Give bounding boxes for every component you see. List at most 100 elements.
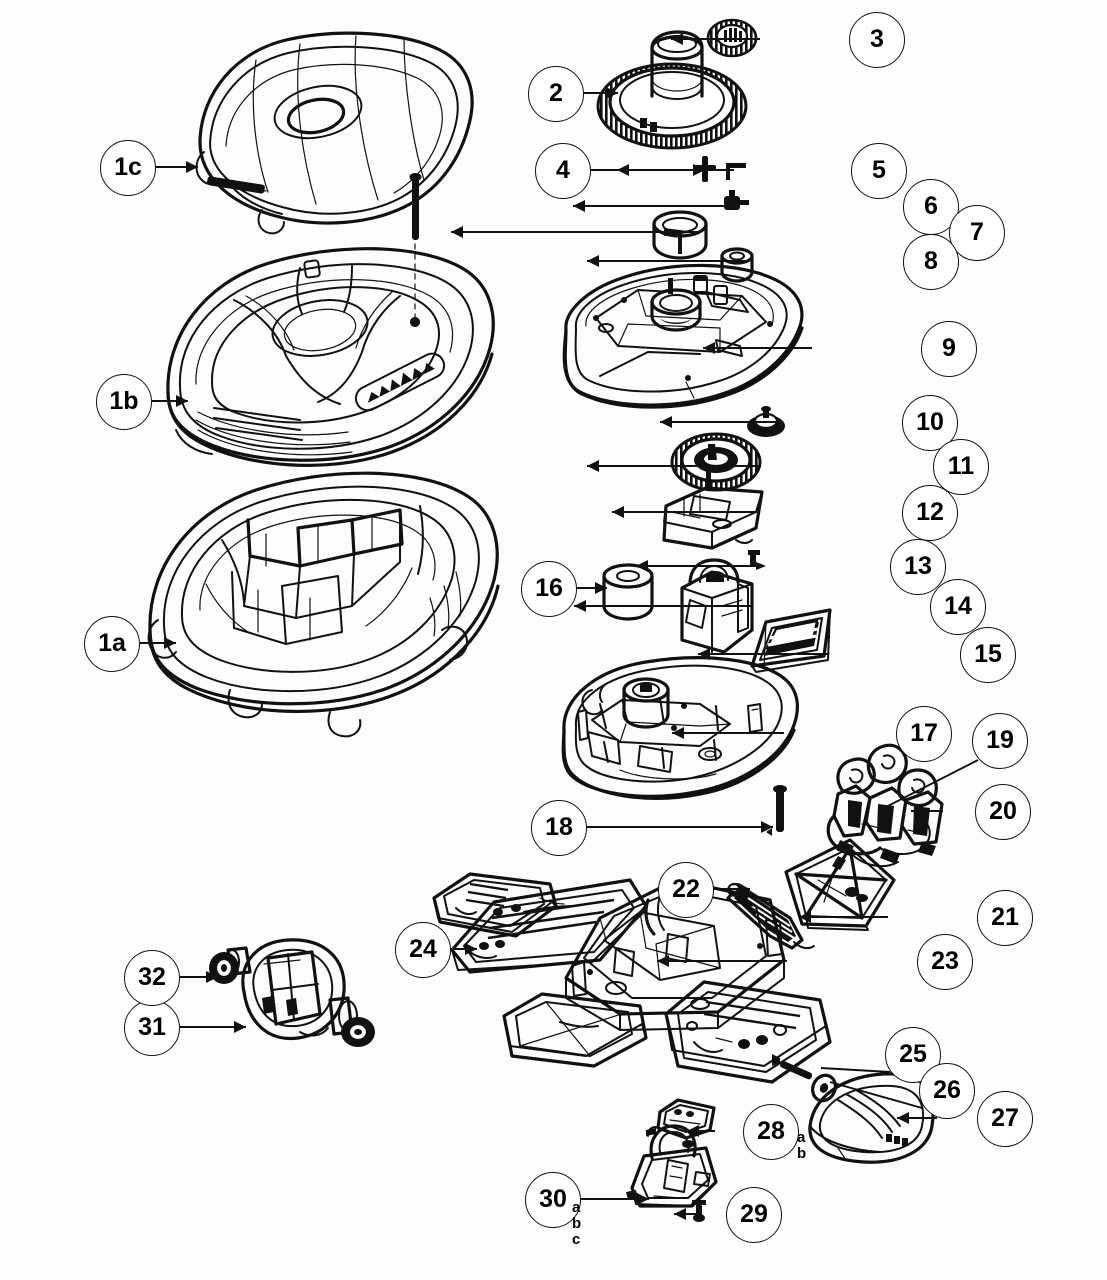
part-lower-track-bar [664, 980, 832, 1084]
callout-label: 5 [872, 155, 886, 184]
part-15-filter-grate-panel [750, 608, 832, 673]
part-1b-upper-housing [166, 247, 495, 467]
callout-label: 27 [991, 1103, 1019, 1132]
part-4-shoulder-pin [694, 156, 716, 182]
callout-bubble-9[interactable]: 9 [921, 321, 977, 377]
callout-label: 1b [109, 386, 139, 415]
callout-label: 9 [942, 333, 956, 362]
callout-bubble-21[interactable]: 21 [977, 890, 1033, 946]
callout-bubble-32[interactable]: 32 [124, 950, 180, 1006]
callout-label: 15 [974, 639, 1002, 668]
callout-bubble-1b[interactable]: 1b [96, 374, 152, 430]
callout-subletter-30-b: b [572, 1215, 582, 1232]
part-1c-top-lid [195, 31, 474, 235]
callout-label: 23 [931, 946, 959, 975]
callout-label: 16 [535, 573, 563, 602]
callout-bubble-27[interactable]: 27 [977, 1091, 1033, 1147]
part-13-machine-screw [748, 550, 766, 570]
callout-bubble-30[interactable]: 30 [525, 1172, 581, 1228]
callout-label: 17 [910, 718, 938, 747]
callout-label: 19 [986, 725, 1014, 754]
callout-label: 24 [409, 934, 437, 963]
callout-bubble-15[interactable]: 15 [960, 627, 1016, 683]
callout-bubble-19[interactable]: 19 [972, 713, 1028, 769]
part-19-roller-bracket-assembly [826, 743, 944, 868]
part-12-impeller-housing-tray [662, 470, 764, 550]
callout-label: 21 [991, 902, 1019, 931]
callout-label: 31 [138, 1012, 166, 1041]
part-5-cotter-pin [726, 163, 746, 180]
callout-label: 22 [672, 874, 700, 903]
callout-bubble-13[interactable]: 13 [890, 539, 946, 595]
callout-label: 2 [549, 78, 563, 107]
part-2-impeller-ring-gear [596, 30, 748, 150]
callout-bubble-28[interactable]: 28 [743, 1104, 799, 1160]
callout-bubble-23[interactable]: 23 [917, 934, 973, 990]
callout-bubble-26[interactable]: 26 [919, 1063, 975, 1119]
callout-bubble-31[interactable]: 31 [124, 1000, 180, 1056]
part-9-motor-mount-plate [562, 263, 804, 409]
callout-label: 1c [114, 152, 142, 181]
callout-label: 10 [916, 407, 944, 436]
part-11-impeller-turbine [670, 432, 762, 492]
part-7-bearing-collar [652, 210, 708, 260]
part-17-chassis-base-pan [561, 656, 799, 800]
callout-bubble-22[interactable]: 22 [658, 862, 714, 918]
callout-bubble-12[interactable]: 12 [902, 485, 958, 541]
callout-bubble-20[interactable]: 20 [975, 784, 1031, 840]
callout-bubble-14[interactable]: 14 [930, 579, 986, 635]
callout-bubble-2[interactable]: 2 [528, 66, 584, 122]
callout-label: 8 [924, 246, 938, 275]
callout-bubble-17[interactable]: 17 [896, 706, 952, 762]
callout-bubble-1c[interactable]: 1c [100, 140, 156, 196]
callout-label: 26 [933, 1075, 961, 1104]
part-30-swivel-cable-mount [626, 1124, 718, 1208]
callout-label: 32 [138, 962, 166, 991]
callout-bubble-16[interactable]: 16 [521, 561, 577, 617]
part-1a-lower-housing [147, 471, 500, 738]
callout-label: 29 [740, 1199, 768, 1228]
part-14-motor-block [680, 558, 754, 654]
callout-subletter-28-b: b [797, 1145, 807, 1162]
callout-bubble-3[interactable]: 3 [849, 12, 905, 68]
part-18-long-screw [766, 785, 787, 836]
part-24-side-brush-track [432, 872, 648, 1068]
callout-label: 3 [870, 24, 884, 53]
callout-bubble-4[interactable]: 4 [535, 143, 591, 199]
callout-label: 20 [989, 796, 1017, 825]
callout-subletter-28-a: a [797, 1129, 806, 1146]
callout-bubble-10[interactable]: 10 [902, 395, 958, 451]
callout-label: 18 [545, 812, 573, 841]
callout-bubble-18[interactable]: 18 [531, 800, 587, 856]
callout-label: 12 [916, 497, 944, 526]
callout-label: 1a [98, 628, 126, 657]
callout-label: 13 [904, 551, 932, 580]
part-21-drive-frame-truss [784, 838, 896, 931]
callout-label: 30 [539, 1184, 567, 1213]
part-3-drive-pinion-gear [706, 18, 758, 58]
callout-bubble-24[interactable]: 24 [395, 922, 451, 978]
part-25-pivot-pin [772, 1054, 813, 1080]
callout-bubble-25[interactable]: 25 [885, 1027, 941, 1083]
callout-label: 6 [924, 191, 938, 220]
callout-bubble-29[interactable]: 29 [726, 1187, 782, 1243]
callout-subletter-30-c: c [572, 1231, 581, 1248]
callout-label: 11 [947, 451, 975, 480]
callout-label: 7 [970, 217, 984, 246]
callout-bubble-5[interactable]: 5 [851, 143, 907, 199]
callout-label: 28 [757, 1116, 785, 1145]
callout-bubble-8[interactable]: 8 [903, 234, 959, 290]
part-10-shaft-seal-cap [747, 406, 785, 437]
callout-bubble-11[interactable]: 11 [933, 439, 989, 495]
callout-label: 14 [944, 591, 972, 620]
part-6-set-screw [724, 190, 749, 210]
callout-label: 4 [556, 155, 570, 184]
part-16-spacer-sleeve [602, 563, 654, 621]
callout-label: 25 [899, 1039, 927, 1068]
callout-bubble-1a[interactable]: 1a [84, 616, 140, 672]
callout-subletter-30-a: a [572, 1199, 581, 1216]
part-31-drive-motor-unit [209, 938, 375, 1047]
callout-bubble-7[interactable]: 7 [949, 205, 1005, 261]
